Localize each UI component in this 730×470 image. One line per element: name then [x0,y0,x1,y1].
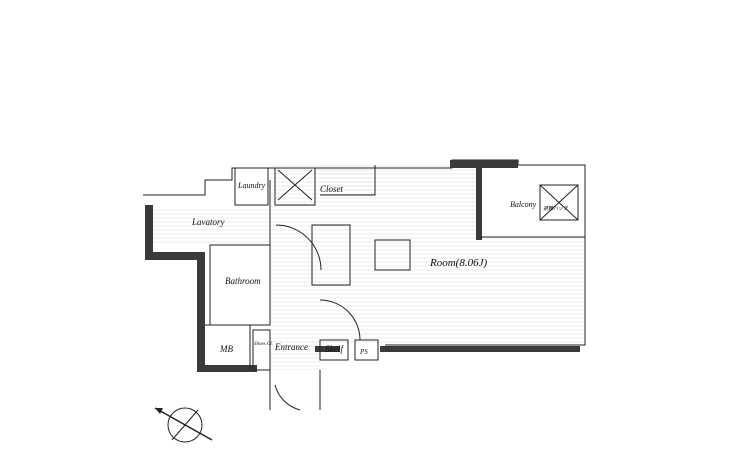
room-label-lavatory: Lavatory [191,217,225,227]
room-label-closet: Closet [320,184,344,194]
room-label-balcony: Balcony [510,200,537,209]
room-label-main: Room(8.06J) [429,257,487,269]
room-label-mb: MB [219,344,233,354]
walls [143,159,586,411]
room-label-laundry: Laundry [237,181,266,190]
room-label-bathroom: Bathroom [225,276,261,286]
north-compass-icon [154,407,213,443]
room-label-ps: PS [359,348,368,356]
room-label-entrance: Entrance [274,342,308,352]
room-label-shoe-closet: Shoes Cl. [254,342,273,347]
balcony-hatch-label: 避難ハッチ [543,205,569,212]
floor-areas [150,165,585,370]
room-label-shelf: Shelf [325,344,344,354]
